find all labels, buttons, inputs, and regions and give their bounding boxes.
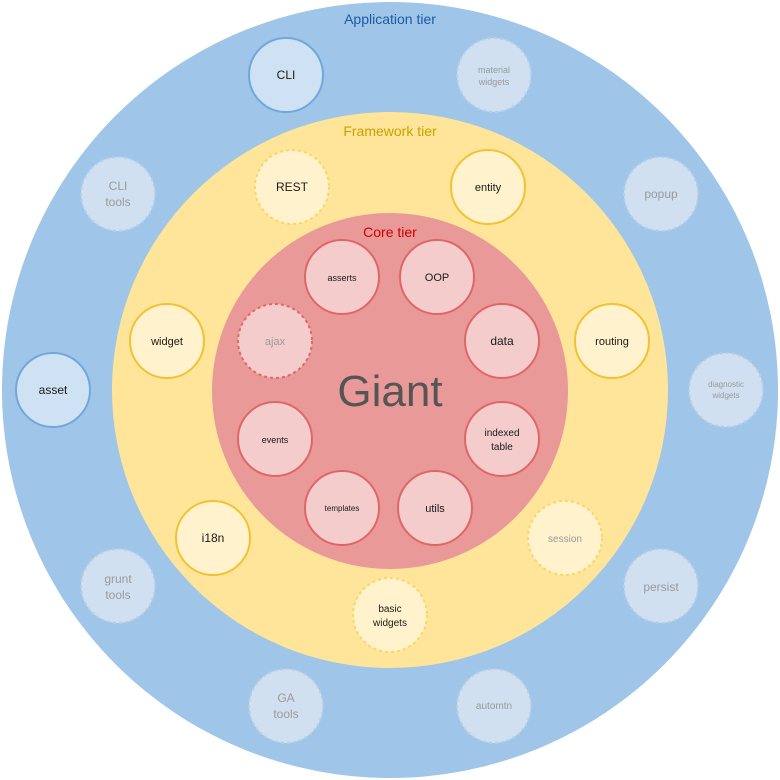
node-basic-widgets[interactable]: basic widgets <box>352 577 428 653</box>
node-indexed-table-label-2: table <box>491 442 513 453</box>
node-oop[interactable]: OOP <box>399 239 475 315</box>
node-grunt-tools-label-1: grunt <box>104 572 132 586</box>
node-rest[interactable]: REST <box>254 149 330 225</box>
node-diagnostic-widgets[interactable]: diagnostic widgets <box>688 352 764 428</box>
node-cli-tools[interactable]: CLI tools <box>80 156 156 232</box>
node-routing-label: routing <box>595 336 629 348</box>
node-events-label: events <box>262 435 289 445</box>
node-indexed-table-label-1: indexed <box>484 428 519 439</box>
application-tier-label: Application tier <box>344 11 436 27</box>
node-popup[interactable]: popup <box>623 156 699 232</box>
module-nodes: CLI material widgets CLI tools popup ass… <box>15 37 764 744</box>
node-popup-label: popup <box>644 187 678 201</box>
node-entity-label: entity <box>475 182 502 194</box>
node-oop-label: OOP <box>425 272 449 284</box>
node-asset-label: asset <box>39 383 68 397</box>
node-entity[interactable]: entity <box>450 149 526 225</box>
node-routing[interactable]: routing <box>574 303 650 379</box>
node-i18n-label: i18n <box>202 531 225 545</box>
core-tier-label: Core tier <box>363 224 417 240</box>
node-cli-tools-label-2: tools <box>105 195 130 209</box>
node-grunt-tools[interactable]: grunt tools <box>80 548 156 624</box>
node-i18n[interactable]: i18n <box>175 500 251 576</box>
node-asserts[interactable]: asserts <box>304 239 380 315</box>
node-basic-widgets-label-1: basic <box>378 604 401 615</box>
node-material-widgets-label-2: widgets <box>478 77 510 87</box>
node-templates[interactable]: templates <box>304 470 380 546</box>
node-asserts-label: asserts <box>327 273 357 283</box>
node-persist[interactable]: persist <box>623 548 699 624</box>
node-persist-label: persist <box>643 580 679 594</box>
node-cli-tools-label-1: CLI <box>109 179 128 193</box>
node-session[interactable]: session <box>527 500 603 576</box>
node-ga-tools[interactable]: GA tools <box>248 668 324 744</box>
node-ajax[interactable]: ajax <box>237 303 313 379</box>
node-cli[interactable]: CLI <box>248 37 324 113</box>
node-utils[interactable]: utils <box>397 470 473 546</box>
node-cli-label: CLI <box>277 68 296 82</box>
node-automtn-label: automtn <box>476 701 512 712</box>
node-utils-label: utils <box>425 503 445 515</box>
node-events[interactable]: events <box>237 401 313 477</box>
node-ga-tools-label-1: GA <box>277 691 294 705</box>
node-diagnostic-widgets-label-2: widgets <box>711 391 739 400</box>
node-templates-label: templates <box>325 504 360 513</box>
node-session-label: session <box>548 534 582 545</box>
node-data-label: data <box>490 334 514 348</box>
core-tier-ring <box>212 213 568 569</box>
node-basic-widgets-label-2: widgets <box>372 618 407 629</box>
node-diagnostic-widgets-label-1: diagnostic <box>708 380 744 389</box>
node-asset[interactable]: asset <box>15 352 91 428</box>
node-widget[interactable]: widget <box>129 303 205 379</box>
node-automtn[interactable]: automtn <box>456 668 532 744</box>
framework-tier-label: Framework tier <box>343 123 437 139</box>
node-rest-label: REST <box>276 180 309 194</box>
node-widget-label: widget <box>150 336 183 348</box>
page-title: Giant <box>337 367 442 416</box>
node-ga-tools-label-2: tools <box>273 707 298 721</box>
node-grunt-tools-label-2: tools <box>105 588 130 602</box>
node-material-widgets-label-1: material <box>478 65 510 75</box>
node-material-widgets[interactable]: material widgets <box>456 37 532 113</box>
node-indexed-table[interactable]: indexed table <box>464 401 540 477</box>
node-ajax-label: ajax <box>265 336 286 348</box>
node-data[interactable]: data <box>464 303 540 379</box>
